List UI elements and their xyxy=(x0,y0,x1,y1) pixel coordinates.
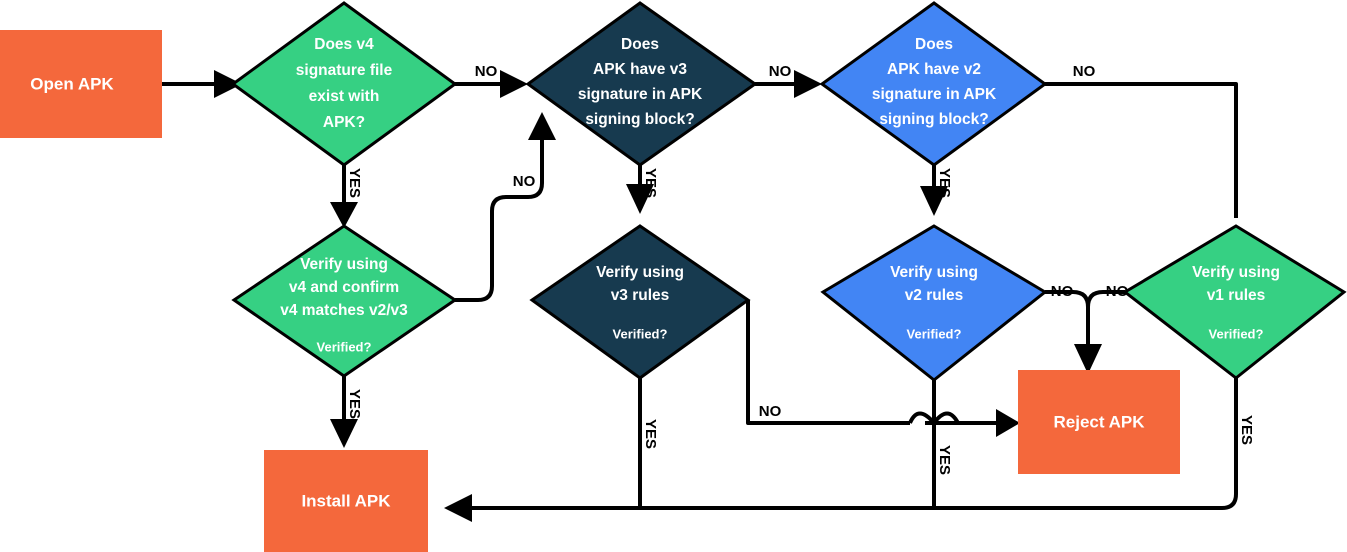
verify-v2-diamond[interactable] xyxy=(820,224,1048,382)
verify-v4-line-3: v4 matches v2/v3 xyxy=(280,302,408,319)
edge-label-yes: YES xyxy=(1238,415,1255,445)
edge-v2block-yes-verify: YES xyxy=(920,165,953,216)
edge-label-yes: YES xyxy=(936,168,953,198)
node-verify-v3[interactable]: Verify using v3 rules Verified? xyxy=(529,224,751,380)
edge-label-no: NO xyxy=(1051,283,1074,300)
edge-label-yes: YES xyxy=(346,168,363,198)
verify-v4-diamond[interactable] xyxy=(231,224,458,378)
v3-block-line-2: APK have v3 xyxy=(593,61,687,78)
edge-verifyv2-yes-install: YES xyxy=(932,380,953,508)
edge-v2block-no-v1: NO xyxy=(1045,63,1238,218)
edge-label-yes: YES xyxy=(346,389,363,419)
node-verify-v4[interactable]: Verify using v4 and confirm v4 matches v… xyxy=(231,224,458,378)
edge-v4exists-yes-verify: YES xyxy=(330,165,363,228)
open-apk-box[interactable] xyxy=(0,30,162,138)
verify-v3-line-1: Verify using xyxy=(596,264,684,281)
v4-exists-line-1: Does v4 xyxy=(314,36,374,53)
edge-v3block-yes-verify: YES xyxy=(626,165,659,214)
v3-block-diamond[interactable] xyxy=(525,1,758,167)
edge-verifyv4-no-v3: NO xyxy=(455,112,556,302)
edge-v3block-no-v2: NO xyxy=(755,63,822,98)
edges-layer: NO YES NO YES NO YES xyxy=(162,63,1255,522)
edge-label-no: NO xyxy=(769,63,792,80)
v4-exists-line-3: exist with xyxy=(309,88,380,105)
edge-verifyv4-yes-install: YES xyxy=(330,376,363,448)
open-apk-label: Open APK xyxy=(30,74,114,93)
v2-block-line-3: signature in APK xyxy=(872,86,997,103)
v3-block-line-4: signing block? xyxy=(585,111,694,128)
verify-v1-sublabel: Verified? xyxy=(1209,326,1264,341)
v2-block-line-4: signing block? xyxy=(879,111,988,128)
node-v4-exists[interactable]: Does v4 signature file exist with APK? xyxy=(230,1,458,167)
edge-verifyv3-no-reject: NO xyxy=(746,300,1020,437)
install-apk-label: Install APK xyxy=(301,491,391,510)
edge-v4exists-no-v3: NO xyxy=(455,63,528,98)
verify-v1-line-2: v1 rules xyxy=(1207,287,1266,304)
node-reject-apk[interactable]: Reject APK xyxy=(1018,370,1180,474)
verify-v3-sublabel: Verified? xyxy=(613,326,668,341)
verify-v1-line-1: Verify using xyxy=(1192,264,1280,281)
verify-v4-line-2: v4 and confirm xyxy=(289,279,399,296)
reject-apk-label: Reject APK xyxy=(1053,412,1145,431)
v2-block-line-2: APK have v2 xyxy=(887,61,981,78)
verify-v1-diamond[interactable] xyxy=(1122,224,1347,380)
install-apk-box[interactable] xyxy=(264,450,428,552)
verify-v4-sublabel: Verified? xyxy=(317,339,372,354)
verify-v3-diamond[interactable] xyxy=(529,224,751,380)
verify-v3-line-2: v3 rules xyxy=(611,287,670,304)
v2-block-line-1: Does xyxy=(915,36,953,53)
edge-verifyv1-no-reject: NO xyxy=(1086,283,1129,330)
node-v2-block[interactable]: Does APK have v2 signature in APK signin… xyxy=(819,1,1048,167)
node-verify-v1[interactable]: Verify using v1 rules Verified? xyxy=(1122,224,1347,380)
edge-label-no: NO xyxy=(513,173,536,190)
node-verify-v2[interactable]: Verify using v2 rules Verified? xyxy=(820,224,1048,382)
node-open-apk[interactable]: Open APK xyxy=(0,30,162,138)
v3-block-line-1: Does xyxy=(621,36,659,53)
node-install-apk[interactable]: Install APK xyxy=(264,450,428,552)
edge-label-yes: YES xyxy=(936,445,953,475)
verify-v2-line-1: Verify using xyxy=(890,264,978,281)
edge-verifyv1-yes-install: YES xyxy=(444,378,1255,522)
verify-v2-line-2: v2 rules xyxy=(905,287,964,304)
edge-label-no: NO xyxy=(1073,63,1096,80)
verify-v2-sublabel: Verified? xyxy=(907,326,962,341)
node-v3-block[interactable]: Does APK have v3 signature in APK signin… xyxy=(525,1,758,167)
edge-verifyv3-yes-install: YES xyxy=(638,378,659,508)
edge-open-to-v4 xyxy=(162,70,242,98)
v2-block-diamond[interactable] xyxy=(819,1,1048,167)
v4-exists-line-4: APK? xyxy=(323,114,365,131)
reject-apk-box[interactable] xyxy=(1018,370,1180,474)
edge-label-yes: YES xyxy=(642,419,659,449)
v4-exists-line-2: signature file xyxy=(296,62,393,79)
verify-v4-line-1: Verify using xyxy=(300,256,388,273)
v3-block-line-3: signature in APK xyxy=(578,86,703,103)
edge-label-yes: YES xyxy=(642,168,659,198)
v4-exists-diamond[interactable] xyxy=(230,1,458,167)
edge-label-no: NO xyxy=(759,403,782,420)
edge-label-no: NO xyxy=(1106,283,1129,300)
edge-label-no: NO xyxy=(475,63,498,80)
